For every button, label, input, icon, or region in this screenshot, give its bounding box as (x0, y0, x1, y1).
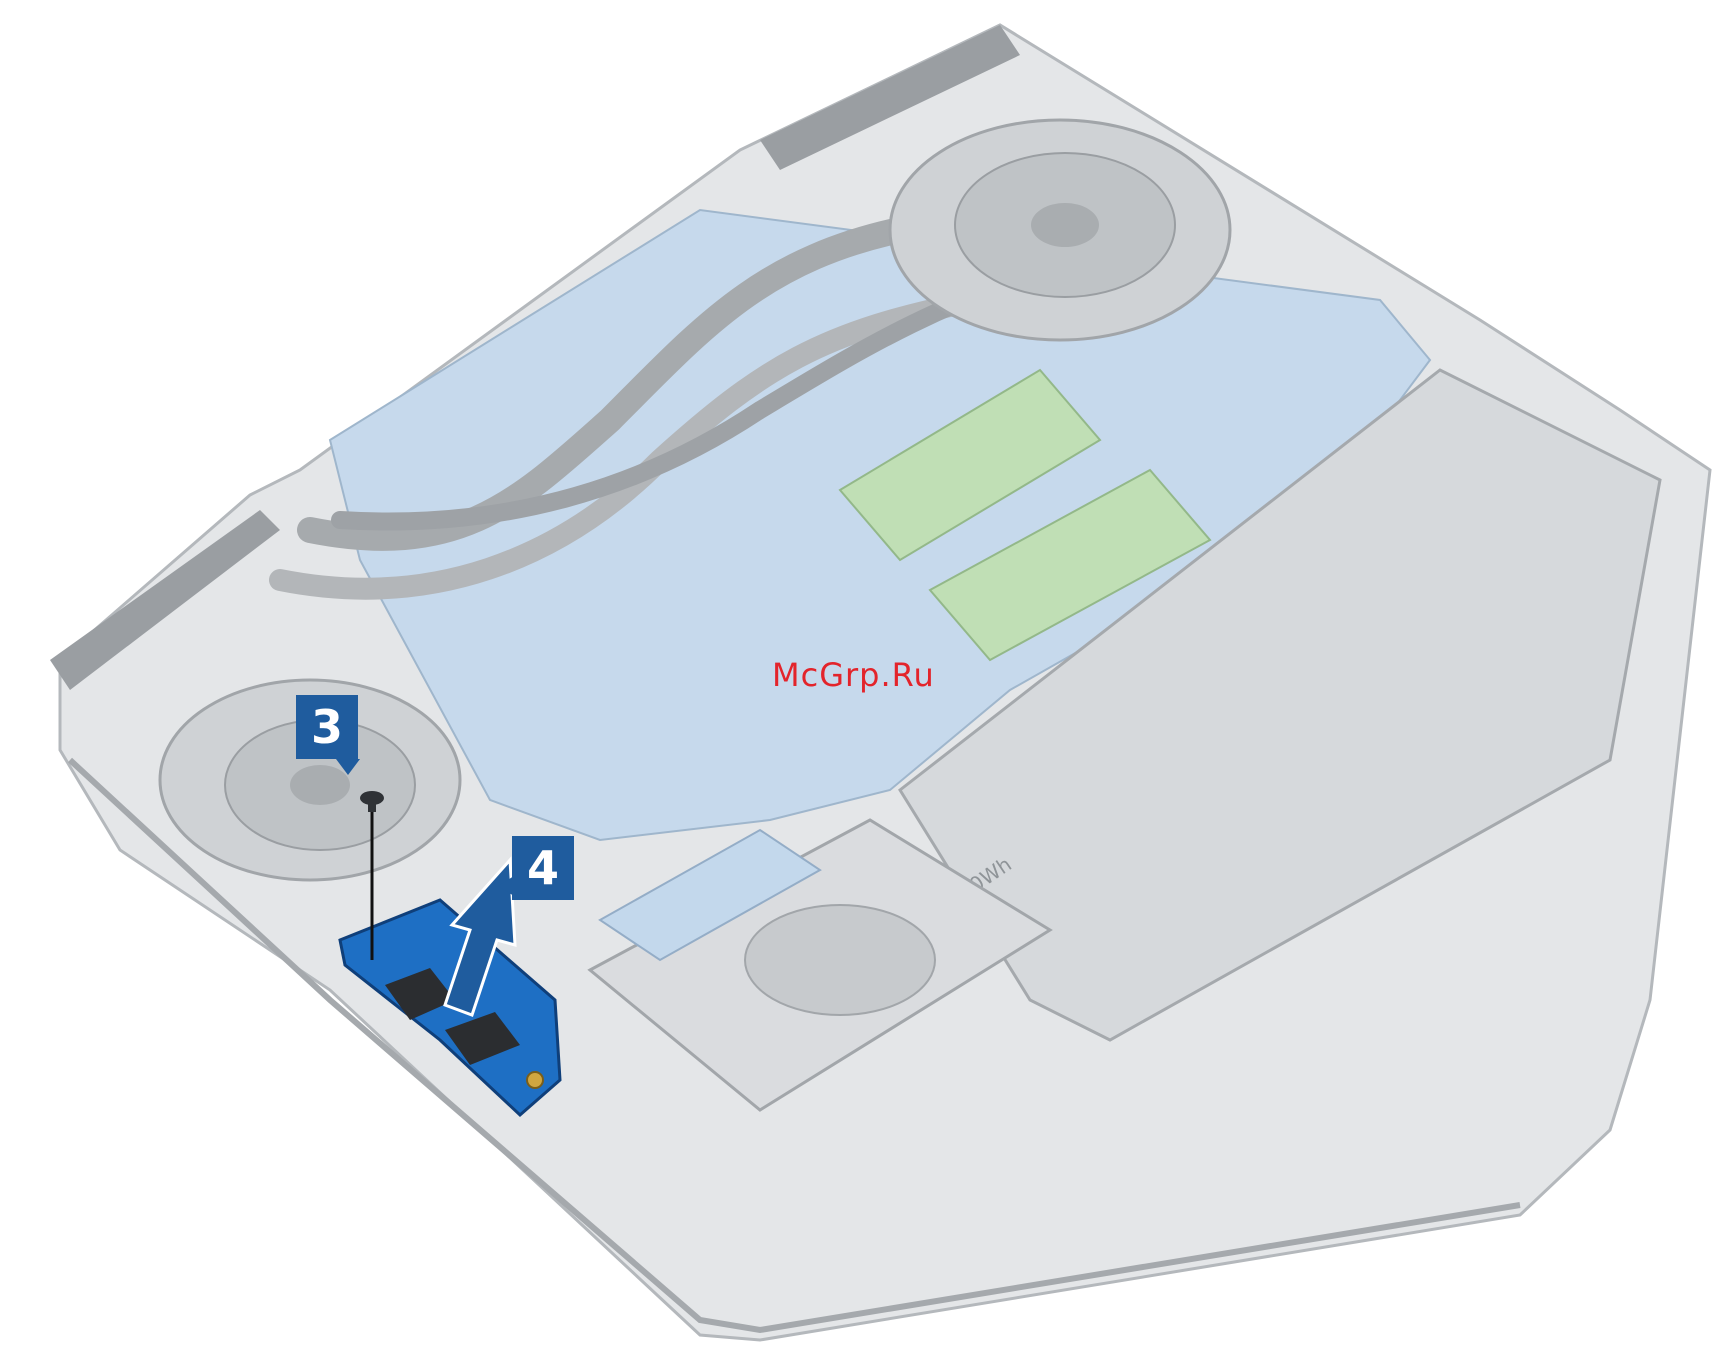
watermark-text: McGrp.Ru (772, 656, 935, 694)
step-4-pointer (498, 876, 514, 896)
step-3-label: 3 (311, 700, 343, 754)
step-3-pointer (336, 759, 360, 775)
hard-drive-platter (745, 905, 935, 1015)
step-4-label: 4 (527, 841, 559, 895)
io-board-screw-hole (527, 1072, 543, 1088)
fan-right (890, 120, 1230, 340)
step-4-callout: 4 (512, 836, 574, 900)
step-3-callout: 3 (296, 695, 358, 759)
